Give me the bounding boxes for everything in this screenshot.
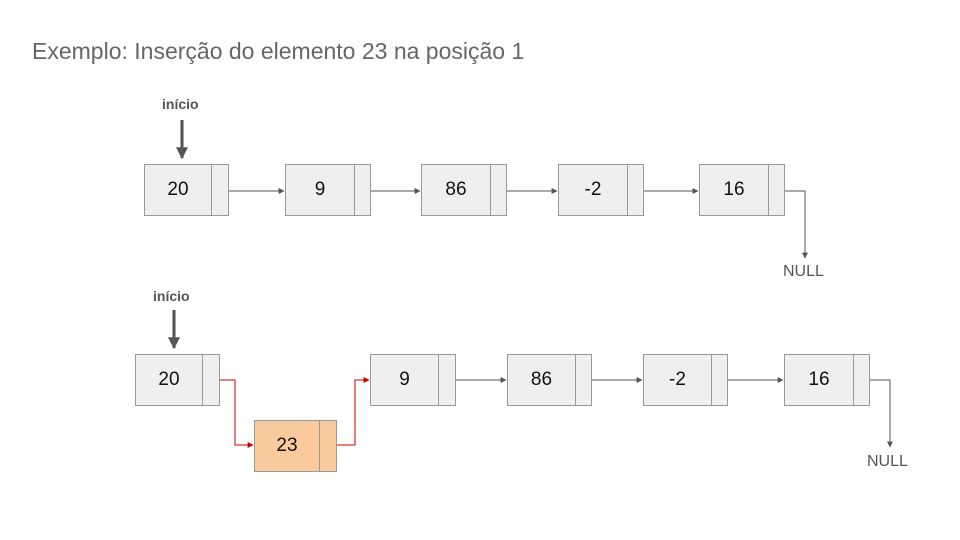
- node-value: 20: [136, 355, 203, 405]
- node-value: 9: [286, 165, 355, 215]
- null-link-arrow: [784, 190, 808, 259]
- list-node: 16: [699, 164, 785, 216]
- node-pointer-cell: [491, 165, 506, 215]
- list-node: 86: [421, 164, 507, 216]
- new-link-arrow: [336, 377, 370, 446]
- node-pointer-cell: [212, 165, 228, 215]
- null-link-arrow: [869, 379, 893, 448]
- list-node: 9: [285, 164, 371, 216]
- list-node: -2: [643, 354, 728, 406]
- node-value: -2: [644, 355, 712, 405]
- node-pointer-cell: [439, 355, 455, 405]
- node-pointer-cell: [203, 355, 219, 405]
- node-pointer-cell: [854, 355, 869, 405]
- node-pointer-cell: [576, 355, 591, 405]
- node-pointer-cell: [320, 421, 336, 471]
- list-node: 9: [370, 354, 456, 406]
- node-value: 9: [371, 355, 439, 405]
- inserted-node: 23: [254, 420, 337, 472]
- node-value: 86: [508, 355, 576, 405]
- list-node: 16: [784, 354, 870, 406]
- node-value: 23: [255, 421, 320, 471]
- node-pointer-cell: [769, 165, 784, 215]
- slide-title: Exemplo: Inserção do elemento 23 na posi…: [32, 38, 525, 64]
- node-value: -2: [559, 165, 628, 215]
- list-node: 20: [144, 164, 229, 216]
- new-link-arrow: [219, 379, 254, 448]
- null-label: NULL: [783, 263, 824, 280]
- null-label: NULL: [867, 453, 908, 470]
- node-pointer-cell: [355, 165, 370, 215]
- head-label: início: [162, 96, 199, 112]
- list-node: -2: [558, 164, 644, 216]
- node-value: 20: [145, 165, 212, 215]
- list-node: 20: [135, 354, 220, 406]
- list-node: 86: [507, 354, 592, 406]
- node-value: 16: [700, 165, 769, 215]
- node-pointer-cell: [628, 165, 643, 215]
- node-pointer-cell: [712, 355, 727, 405]
- node-value: 16: [785, 355, 854, 405]
- head-label: início: [153, 288, 190, 304]
- node-value: 86: [422, 165, 491, 215]
